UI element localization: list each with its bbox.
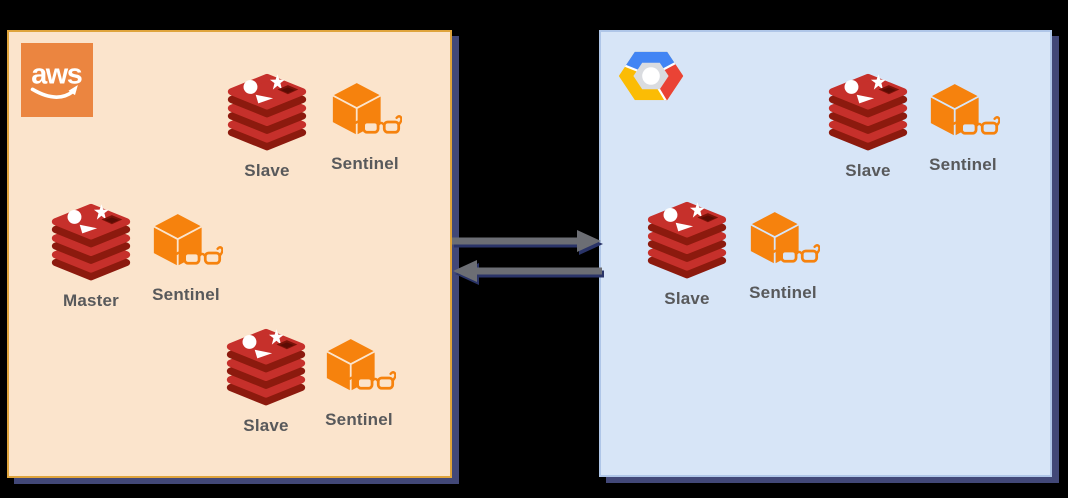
sentinel-node-top: Sentinel bbox=[925, 81, 1001, 175]
node-label: Master bbox=[62, 291, 119, 310]
redis-node-slave-top: Slave bbox=[221, 73, 313, 181]
aws-region-box: aws Slave Sentinel Master Sentinel Slave bbox=[7, 30, 452, 478]
sentinel-icon bbox=[149, 211, 223, 277]
node-label: Sentinel bbox=[749, 283, 817, 302]
sentinel-node-top: Sentinel bbox=[327, 80, 403, 174]
node-label: Slave bbox=[664, 289, 710, 308]
node-label: Sentinel bbox=[152, 285, 220, 304]
sentinel-icon bbox=[926, 81, 1000, 147]
node-label: Slave bbox=[845, 161, 891, 180]
sentinel-icon bbox=[328, 80, 402, 146]
redis-icon bbox=[222, 73, 312, 153]
gcp-logo-icon bbox=[618, 51, 684, 101]
sentinel-icon bbox=[322, 336, 396, 402]
redis-icon bbox=[823, 73, 913, 153]
gcp-region-box: Slave Sentinel Slave Sentinel bbox=[599, 30, 1052, 477]
redis-node-slave-top: Slave bbox=[822, 73, 914, 181]
aws-logo-icon: aws bbox=[30, 59, 83, 99]
aws-logo-text: aws bbox=[31, 59, 82, 91]
node-label: Slave bbox=[243, 416, 289, 435]
node-label: Sentinel bbox=[929, 155, 997, 174]
node-label: Sentinel bbox=[325, 410, 393, 429]
sentinel-node-mid: Sentinel bbox=[745, 209, 821, 303]
sentinel-node-bottom: Sentinel bbox=[321, 336, 397, 430]
arrow-gcp-to-aws bbox=[453, 260, 602, 282]
gcp-logo bbox=[614, 43, 688, 109]
redis-icon bbox=[642, 201, 732, 281]
node-label: Sentinel bbox=[331, 154, 399, 173]
aws-logo: aws bbox=[21, 43, 93, 117]
redis-icon bbox=[221, 328, 311, 408]
arrow-aws-to-gcp bbox=[452, 230, 601, 252]
redis-node-master: Master bbox=[45, 203, 137, 311]
sentinel-icon bbox=[746, 209, 820, 275]
sentinel-node-master: Sentinel bbox=[148, 211, 224, 305]
redis-icon bbox=[46, 203, 136, 283]
redis-node-slave-mid: Slave bbox=[641, 201, 733, 309]
redis-node-slave-bottom: Slave bbox=[220, 328, 312, 436]
node-label: Slave bbox=[244, 161, 290, 180]
